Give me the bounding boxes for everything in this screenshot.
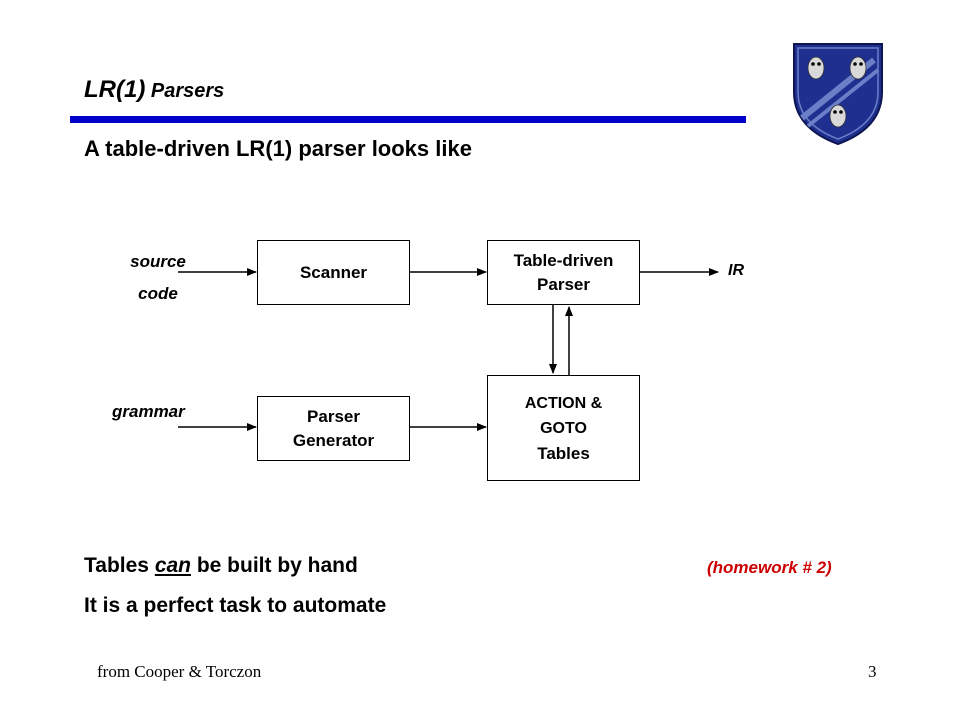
- tables-label-line2: GOTO: [540, 419, 587, 437]
- owl-shield-crest-icon: [793, 43, 883, 146]
- tables-label-line1: ACTION &: [524, 394, 603, 412]
- scanner-box: Scanner: [257, 240, 410, 305]
- grammar-label: grammar: [112, 402, 185, 421]
- line1-em: can: [154, 554, 191, 577]
- parser-label-line2: Parser: [537, 274, 590, 294]
- line1-pre: Tables: [84, 554, 155, 577]
- line1-post: be built by hand: [191, 554, 358, 577]
- source-label-line2: code: [138, 284, 178, 303]
- ir-label: IR: [728, 262, 744, 279]
- slide-title-main: LR(1): [84, 76, 146, 103]
- homework-note: (homework # 2): [707, 558, 832, 577]
- action-goto-tables-box: ACTION & GOTO Tables: [487, 375, 640, 481]
- slide-title-sub: Parsers: [145, 80, 225, 102]
- title-rule: [70, 116, 746, 123]
- source-code-label: source code: [120, 246, 196, 310]
- parser-label-line1: Table-driven: [513, 250, 614, 270]
- page-number: 3: [868, 662, 877, 681]
- table-driven-parser-box: Table-driven Parser: [487, 240, 640, 305]
- slide-title: LR(1) Parsers: [84, 76, 224, 104]
- parser-generator-box: Parser Generator: [257, 396, 410, 461]
- generator-label-line1: Parser: [307, 406, 360, 426]
- tables-label-line3: Tables: [537, 443, 590, 463]
- lead-text: A table-driven LR(1) parser looks like: [84, 136, 472, 161]
- generator-label-line2: Generator: [292, 430, 375, 450]
- scanner-label: Scanner: [299, 262, 368, 282]
- source-label-line1: source: [130, 252, 186, 271]
- automate-line: It is a perfect task to automate: [84, 594, 387, 617]
- footer-credit: from Cooper & Torczon: [97, 662, 262, 681]
- tables-by-hand-line: Tables can be built by hand: [84, 554, 358, 578]
